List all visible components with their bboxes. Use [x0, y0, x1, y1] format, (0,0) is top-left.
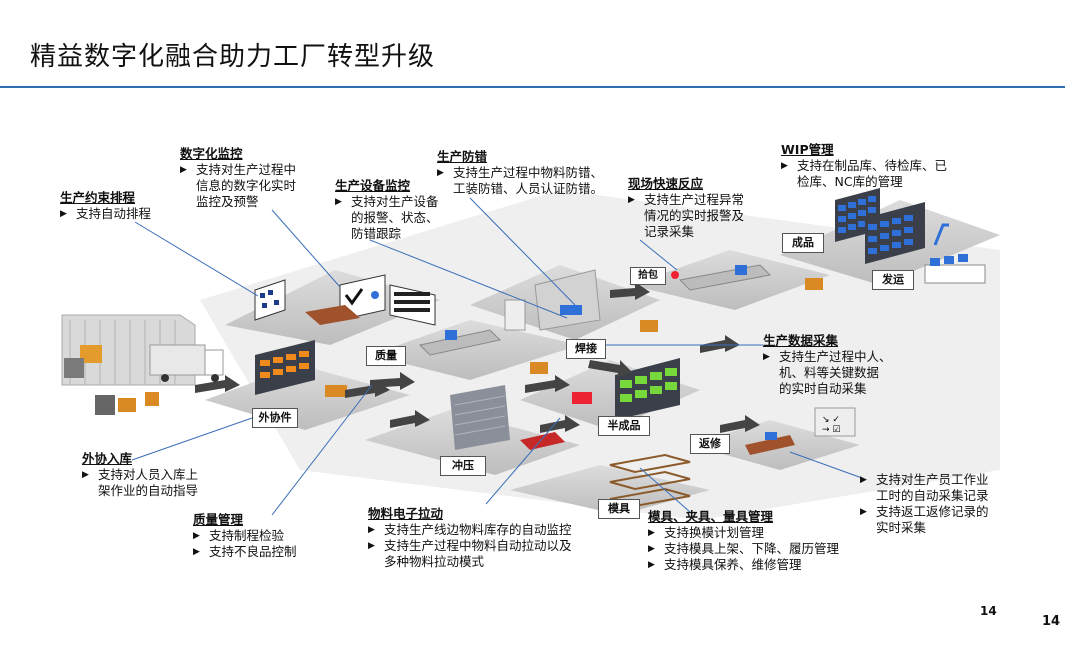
zone-label-weld: 焊接	[566, 339, 606, 359]
annotation-heading: 现场快速反应	[628, 176, 704, 191]
page-number-outer: 14	[1042, 614, 1061, 629]
flow-arrows	[195, 282, 760, 433]
annotation-item-cont: 监控及预警	[196, 194, 259, 209]
zone-label-mold: 模具	[598, 499, 640, 519]
annotation-item: 支持对生产过程中	[180, 162, 296, 178]
annotation-item-cont: 架作业的自动指导	[98, 483, 199, 498]
monitor-screens	[254, 274, 436, 326]
title-rule	[0, 86, 1065, 88]
annotation-heading: 生产数据采集	[763, 333, 839, 348]
floor-mold	[510, 465, 710, 515]
outsource-rack	[255, 340, 347, 397]
zone-label-outsource: 外协件	[252, 408, 298, 428]
quality-line	[418, 329, 548, 374]
annotation-quality: 质量管理 支持制程检验 支持不良品控制	[193, 512, 297, 560]
annotation-item-cont: 情况的实时报警及	[644, 208, 745, 223]
annotation-outsource-in: 外协入库 支持对人员入库上 架作业的自动指导	[82, 451, 198, 499]
annotation-heading: 物料电子拉动	[368, 506, 444, 521]
annotation-item: 支持对人员入库上	[82, 467, 198, 483]
page-number-inner: 14	[980, 604, 997, 618]
rework-area: ↘ ✓ → ☑	[745, 407, 856, 455]
annotation-item-cont: 实时采集	[876, 520, 927, 535]
annotation-heading: 质量管理	[193, 512, 244, 527]
annotation-item-cont: 检库、NC库的管理	[797, 174, 903, 189]
annotation-item-cont: 信息的数字化实时	[196, 178, 297, 193]
annotation-item: 支持对生产设备	[335, 194, 439, 210]
annotation-item-cont: 工装防错、人员认证防错。	[453, 181, 604, 196]
annotation-item: 支持不良品控制	[193, 544, 297, 560]
page-title: 精益数字化融合助力工厂转型升级	[30, 42, 436, 72]
annotation-item-cont: 多种物料拉动模式	[384, 554, 485, 569]
annotation-heading: 外协入库	[82, 451, 133, 466]
annotation-item: 支持换模计划管理	[648, 525, 839, 541]
annotation-item-cont: 机、料等关键数据	[779, 365, 880, 380]
annotation-item-cont: 的报警、状态、	[351, 210, 439, 225]
annotation-item: 支持对生产员工作业	[860, 472, 989, 488]
annotation-equipment: 生产设备监控 支持对生产设备 的报警、状态、 防错跟踪	[335, 178, 439, 242]
semi-rack	[572, 358, 680, 420]
svg-text:↘ ✓: ↘ ✓	[822, 415, 840, 425]
zone-label-semi: 半成品	[598, 416, 650, 436]
annotation-item: 支持返工返修记录的	[860, 504, 989, 520]
annotation-item-cont: 记录采集	[644, 224, 695, 239]
annotation-item: 支持生产过程异常	[628, 192, 744, 208]
annotation-heading: 生产约束排程	[60, 190, 136, 205]
annotation-rework: 支持对生产员工作业 工时的自动采集记录 支持返工返修记录的 实时采集	[860, 472, 989, 536]
annotation-item: 支持生产过程中物料防错、	[437, 165, 603, 181]
svg-text:→ ☑: → ☑	[822, 425, 840, 435]
annotation-error-proof: 生产防错 支持生产过程中物料防错、 工装防错、人员认证防错。	[437, 149, 603, 197]
annotation-schedule: 生产约束排程 支持自动排程	[60, 190, 151, 222]
annotation-item: 支持模具保养、维修管理	[648, 557, 839, 573]
annotation-material-pull: 物料电子拉动 支持生产线边物料库存的自动监控 支持生产过程中物料自动拉动以及 多…	[368, 506, 572, 570]
annotation-mold: 模具、夹具、量具管理 支持换模计划管理 支持模具上架、下降、履历管理 支持模具保…	[648, 509, 839, 573]
annotation-item-cont: 的实时自动采集	[779, 381, 867, 396]
annotation-heading: 数字化监控	[180, 146, 243, 161]
finished-racks	[835, 188, 986, 284]
annotation-item: 支持生产过程中人、	[763, 349, 892, 365]
annotation-heading: WIP管理	[781, 142, 834, 157]
stamp-press	[450, 385, 565, 450]
annotation-quick-response: 现场快速反应 支持生产过程异常 情况的实时报警及 记录采集	[628, 176, 744, 240]
zone-label-quality: 质量	[366, 346, 406, 366]
leader-lines	[131, 197, 863, 516]
floor-quality	[370, 320, 580, 380]
annotation-item: 支持生产过程中物料自动拉动以及	[368, 538, 572, 554]
annotation-item-cont: 防错跟踪	[351, 226, 402, 241]
annotation-heading: 模具、夹具、量具管理	[648, 509, 774, 524]
annotation-data-collect: 生产数据采集 支持生产过程中人、 机、料等关键数据 的实时自动采集	[763, 333, 892, 397]
annotation-item: 支持自动排程	[60, 206, 151, 222]
annotation-item: 支持制程检验	[193, 528, 297, 544]
annotation-wip: WIP管理 支持在制品库、待检库、已 检库、NC库的管理	[781, 142, 947, 190]
truck	[149, 344, 224, 382]
zone-label-rework: 返修	[690, 434, 730, 454]
annotation-item: 支持模具上架、下降、履历管理	[648, 541, 839, 557]
weld-cell	[504, 269, 658, 332]
annotation-heading: 生产防错	[437, 149, 488, 164]
zone-label-finished: 成品	[782, 233, 824, 253]
zone-label-pick: 拾包	[630, 267, 666, 285]
zone-label-ship: 发运	[872, 270, 914, 290]
annotation-heading: 生产设备监控	[335, 178, 411, 193]
annotation-item: 支持生产线边物料库存的自动监控	[368, 522, 572, 538]
annotation-item-cont: 工时的自动采集记录	[876, 488, 989, 503]
pick-line	[671, 264, 823, 291]
annotation-item: 支持在制品库、待检库、已	[781, 158, 947, 174]
zone-label-stamp: 冲压	[440, 456, 486, 476]
annotation-digital-monitor: 数字化监控 支持对生产过程中 信息的数字化实时 监控及预警	[180, 146, 296, 210]
